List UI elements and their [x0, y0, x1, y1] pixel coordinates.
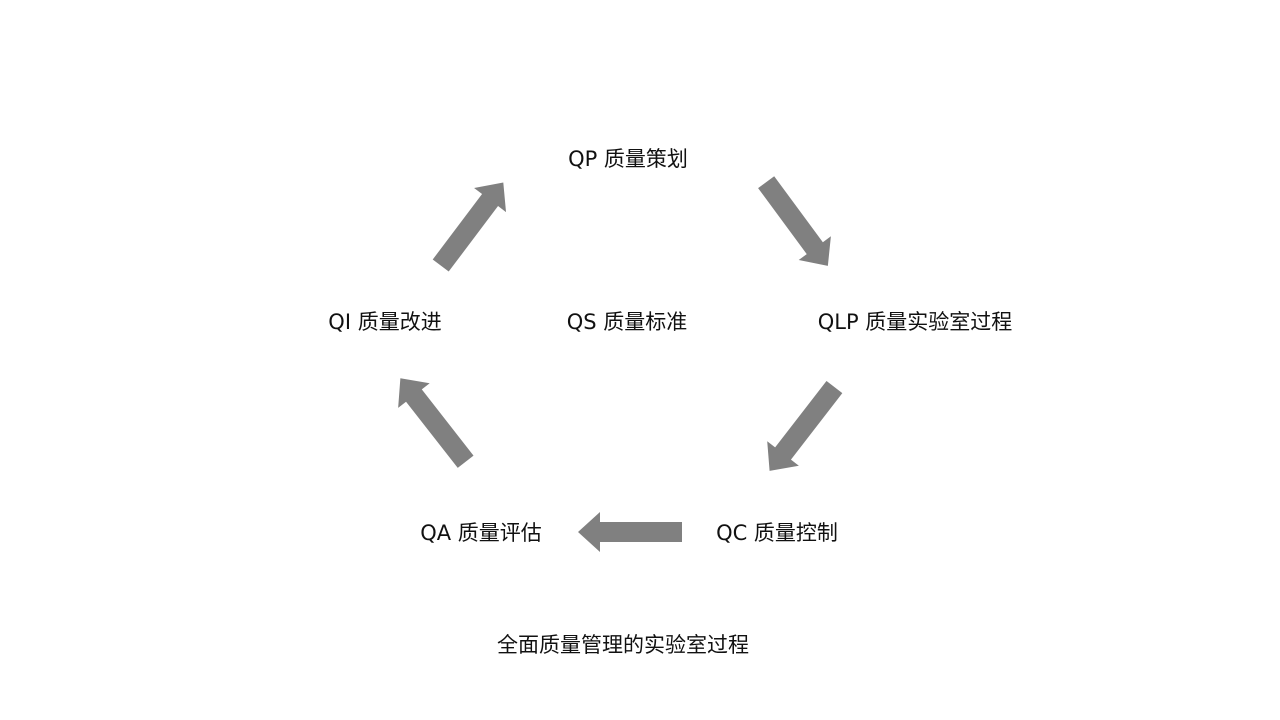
- arrow-qc-to-qa: [578, 512, 682, 552]
- node-qc: QC 质量控制: [716, 521, 838, 545]
- arrow-qi-to-qp: [432, 182, 507, 272]
- node-qlp: QLP 质量实验室过程: [817, 310, 1013, 334]
- arrow-qp-to-qlp: [758, 176, 831, 266]
- arrow-qlp-to-qc: [767, 380, 843, 471]
- node-qa: QA 质量评估: [420, 521, 542, 545]
- diagram-caption: 全面质量管理的实验室过程: [497, 633, 749, 657]
- arrow-qa-to-qi: [398, 378, 474, 468]
- node-qp: QP 质量策划: [568, 147, 688, 171]
- node-qi: QI 质量改进: [328, 310, 442, 334]
- node-qs: QS 质量标准: [566, 310, 688, 334]
